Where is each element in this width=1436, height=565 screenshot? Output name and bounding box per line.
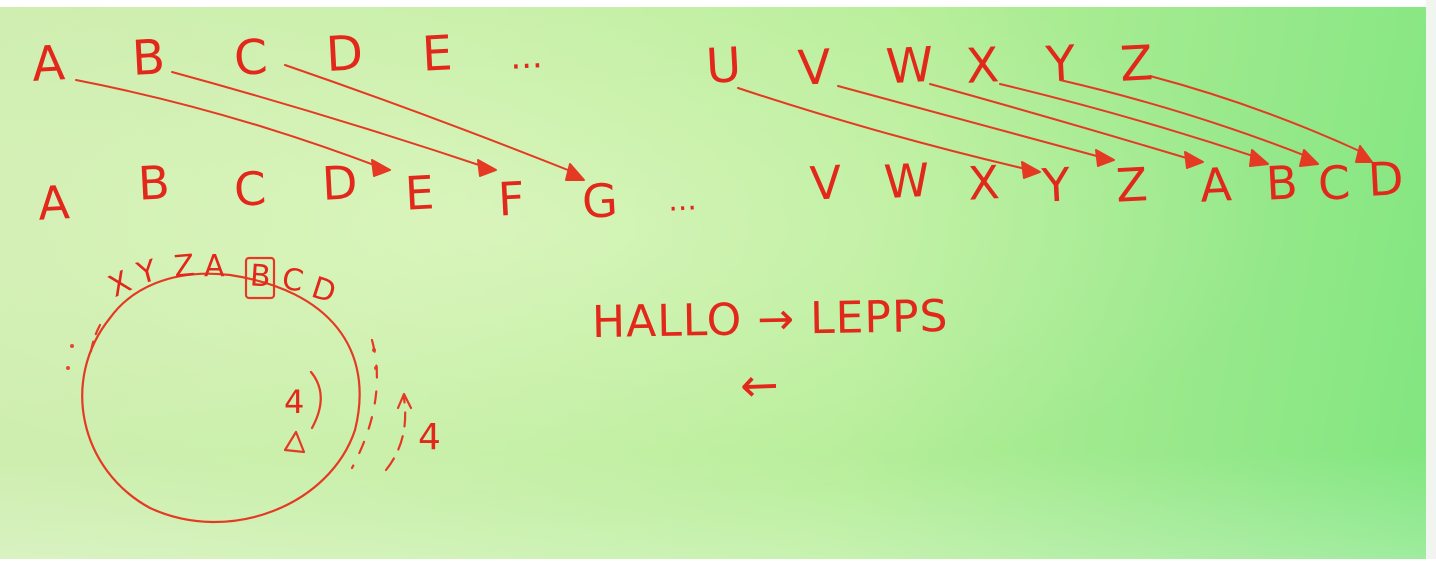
top-letter-u: U [704,37,743,95]
dot-left-2 [66,366,70,370]
shift-arrow-v [837,85,1105,159]
bottom-letter-v: V [808,155,843,211]
ring-step-label: 4 [284,383,305,421]
reverse-arrow: ← [739,357,781,413]
top-letter-d: D [324,25,365,83]
ring-step-arc [309,370,322,430]
highlight-box-b [244,256,276,300]
top-letter-z: Z [1118,35,1155,93]
cipher-equation: HALLO → LEPPS [591,290,949,349]
bottom-letter-c-wrap: C [1316,155,1352,211]
bottom-letter-a: A [36,175,71,231]
bottom-letter-y: Y [1040,157,1072,213]
arrowhead-a [1184,151,1204,169]
shift-arrow-y [1059,79,1312,159]
bottom-letter-e: E [403,165,436,221]
shift-arrow-a [75,79,383,169]
bottom-letter-g: G [580,173,620,229]
bottom-letter-f: F [496,171,526,227]
outer-arc-right [350,338,378,470]
shift-arrow-z [1149,75,1367,155]
top-letter-e: E [420,25,454,83]
top-letter-x: X [964,37,1001,95]
arrowhead-e [371,159,391,177]
bottom-letter-w: W [882,152,931,210]
ring-letter-z: Z [172,248,197,285]
bottom-letter-b: B [136,155,171,211]
arrowhead-y [1021,161,1041,179]
board-frame-bottom [0,559,1436,565]
top-letter-c: C [232,29,269,87]
ring-letter-b: B [248,258,272,295]
top-letter-v: V [796,39,833,97]
board-frame-top [0,0,1436,7]
arrowhead-d [1355,145,1373,163]
bottom-letter-c: C [232,161,268,217]
bottom-letter-d: D [320,155,359,211]
dot-right-2 [374,366,378,370]
top-letter-y: Y [1044,35,1077,93]
board-frame-right [1426,0,1436,565]
outer-step-label: 4 [418,417,441,458]
arrowhead-b [1249,149,1269,167]
bottom-letter-x: X [966,155,1001,211]
arrowhead-c [1299,149,1319,167]
alphabet-ring [81,272,361,523]
top-ellipsis: ... [508,36,544,78]
dot-left-1 [70,344,74,348]
shift-arrow-u [737,87,1031,171]
shift-arrow-c [284,64,579,175]
arrowhead-g [565,163,585,181]
outer-step-arrowhead [396,392,413,410]
top-letter-b: B [130,29,167,87]
bottom-letter-z: Z [1114,157,1149,213]
top-letter-a: A [30,35,67,93]
top-letter-w: W [884,36,935,96]
outer-arc-left [88,323,102,360]
shift-arrow-b [171,71,489,169]
ring-letter-a: A [204,249,225,284]
bottom-letter-b-wrap: B [1264,155,1299,211]
arrowhead-z [1095,149,1115,167]
shift-arrow-w [929,83,1194,161]
ring-marker [283,430,306,454]
dot-right-1 [372,348,376,352]
bottom-letter-d-wrap: D [1366,151,1405,207]
outer-step-arrow [384,396,407,472]
shift-arrow-x [999,83,1260,159]
arrowhead-f [477,159,497,177]
bottom-ellipsis: ... [667,182,698,219]
bottom-letter-a-wrap: A [1198,157,1233,213]
